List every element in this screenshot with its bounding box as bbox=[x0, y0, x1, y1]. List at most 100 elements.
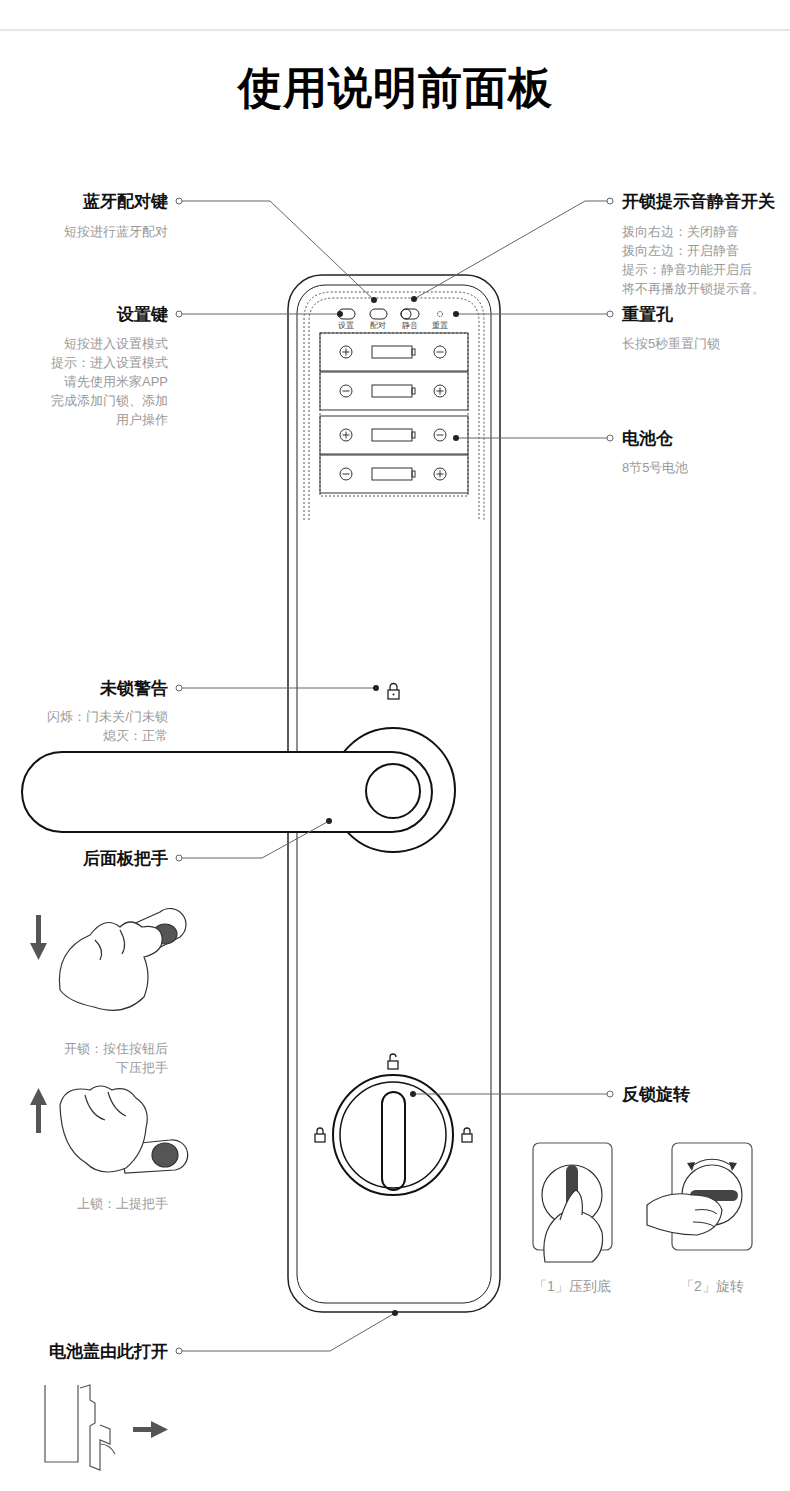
callout-title: 反锁旋转 bbox=[622, 1085, 690, 1105]
leader-end bbox=[176, 855, 182, 861]
leader-dots bbox=[176, 198, 613, 1354]
leader-end bbox=[176, 685, 182, 691]
leader-dot bbox=[453, 435, 459, 441]
leader-dot bbox=[453, 311, 459, 317]
callout-title: 电池仓 bbox=[622, 429, 673, 449]
step-caption: 「1」压到底 bbox=[533, 1278, 611, 1295]
thumb-turn bbox=[333, 1075, 453, 1195]
arrow-down bbox=[30, 915, 47, 960]
leader-end bbox=[176, 1348, 182, 1354]
step-1-picture bbox=[533, 1143, 612, 1262]
callout-note: 请先使用米家APP bbox=[64, 374, 168, 390]
arrow-up bbox=[30, 1088, 47, 1133]
battery bbox=[372, 385, 412, 397]
callout-note: 短按进入设置模式 bbox=[64, 336, 168, 352]
callout-title: 电池盖由此打开 bbox=[49, 1342, 168, 1362]
button-label: 配对 bbox=[370, 321, 386, 331]
leader-end bbox=[176, 311, 182, 317]
stroke bbox=[343, 391, 350, 392]
unlock-warning-icon bbox=[388, 684, 399, 700]
hand-lift-up bbox=[60, 1086, 188, 1173]
leader-end bbox=[607, 311, 613, 317]
battery-bay bbox=[320, 455, 468, 493]
callout-note: 短按进行蓝牙配对 bbox=[64, 224, 168, 240]
top-rule bbox=[0, 30, 790, 31]
page-title: 使用说明前面板 bbox=[238, 62, 553, 115]
callout-title: 未锁警告 bbox=[100, 679, 168, 699]
lock-shackle bbox=[317, 1128, 323, 1134]
leader-lines bbox=[182, 201, 607, 1351]
callout-note: 用户操作 bbox=[116, 412, 168, 428]
polarity-mark bbox=[434, 346, 446, 358]
door-edge-sketch bbox=[45, 1385, 115, 1470]
button-label: 静音 bbox=[402, 321, 418, 331]
polarity-mark bbox=[340, 385, 352, 397]
polarity-mark bbox=[434, 468, 446, 480]
battery-bays bbox=[320, 333, 468, 493]
handle bbox=[22, 728, 455, 852]
panel-buttons bbox=[338, 309, 443, 319]
callout-note: 将不再播放开锁提示音。 bbox=[622, 281, 765, 297]
step-2-picture bbox=[647, 1143, 752, 1250]
leader-end bbox=[176, 198, 182, 204]
callout-title: 开锁提示音静音开关 bbox=[622, 192, 775, 212]
battery-tip bbox=[412, 471, 415, 477]
battery-tip bbox=[412, 388, 415, 394]
lock-shackle bbox=[390, 1054, 396, 1061]
open-arrow bbox=[133, 1421, 168, 1438]
hand-press-down bbox=[59, 909, 186, 1011]
battery-bay bbox=[320, 416, 468, 454]
leader-dot bbox=[392, 1310, 398, 1316]
polarity-mark bbox=[340, 429, 352, 441]
leader-end bbox=[607, 435, 613, 441]
callout-title: 重置孔 bbox=[622, 305, 673, 325]
stroke bbox=[440, 471, 441, 478]
lock-icon bbox=[315, 1134, 325, 1142]
callout-title: 蓝牙配对键 bbox=[83, 192, 168, 212]
stroke bbox=[346, 349, 347, 356]
callout-title: 设置键 bbox=[117, 305, 168, 325]
leader-end bbox=[607, 1091, 613, 1097]
battery bbox=[372, 429, 412, 441]
battery bbox=[372, 468, 412, 480]
callout-note: 提示：静音功能开启后 bbox=[622, 262, 752, 278]
battery-cover-outline bbox=[304, 292, 484, 520]
callout-note: 开锁：按住按钮后 bbox=[64, 1041, 168, 1057]
leader-dot bbox=[411, 296, 417, 302]
callout-note: 熄灭：正常 bbox=[103, 728, 168, 744]
leader-dot bbox=[326, 818, 332, 824]
callout-note: 下压把手 bbox=[116, 1060, 168, 1076]
callout-note: 8节5号电池 bbox=[622, 460, 688, 476]
callout-note: 拨向右边：关闭静音 bbox=[622, 224, 739, 240]
polarity-mark bbox=[340, 346, 352, 358]
leader-end bbox=[607, 198, 613, 204]
lock-state-icons bbox=[315, 1054, 472, 1142]
callout-note: 上锁：上提把手 bbox=[77, 1196, 168, 1212]
stroke bbox=[346, 432, 347, 439]
callout-note: 完成添加门锁、添加 bbox=[51, 393, 168, 409]
lock-icon bbox=[462, 1134, 472, 1142]
polarity-mark bbox=[434, 385, 446, 397]
battery-tip bbox=[412, 432, 415, 438]
callout-note: 闪烁：门未关/门未锁 bbox=[47, 709, 168, 725]
callout-title: 后面板把手 bbox=[83, 849, 168, 869]
stroke bbox=[437, 352, 444, 353]
lock-icon bbox=[388, 1061, 398, 1069]
callout-note: 拨向左边：开启静音 bbox=[622, 243, 739, 259]
battery bbox=[372, 346, 412, 358]
polarity-mark bbox=[340, 468, 352, 480]
polarity-mark bbox=[434, 429, 446, 441]
battery-bay bbox=[320, 333, 468, 371]
leader-dot bbox=[410, 1091, 416, 1097]
stroke bbox=[440, 388, 441, 395]
leader-dot bbox=[373, 685, 379, 691]
battery-bay bbox=[320, 372, 468, 410]
step-caption: 「2」旋转 bbox=[680, 1278, 744, 1295]
callout-note: 长按5秒重置门锁 bbox=[622, 336, 720, 352]
leader-dot bbox=[337, 311, 343, 317]
battery-tip bbox=[412, 349, 415, 355]
button-label: 重置 bbox=[432, 321, 448, 331]
callout-note: 提示：进入设置模式 bbox=[51, 355, 168, 371]
button-label: 设置 bbox=[338, 321, 354, 331]
